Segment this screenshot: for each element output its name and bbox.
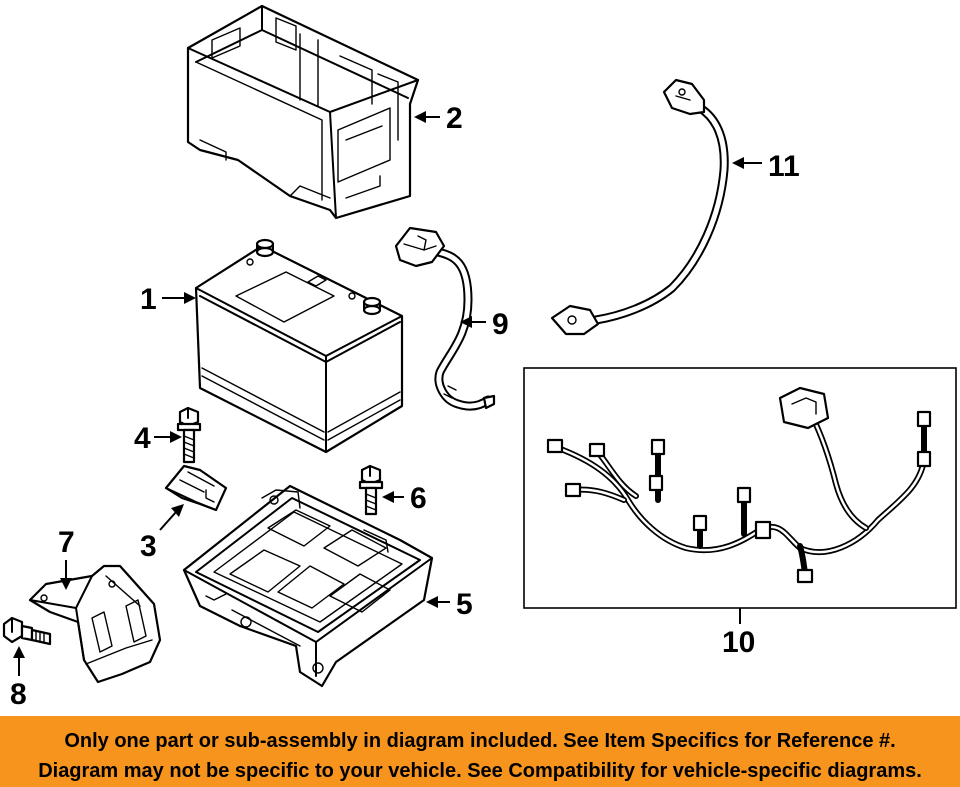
part-11-cable [550,78,729,336]
parts-diagram: 1 2 3 4 5 6 7 8 9 [2,4,957,711]
callout-label-5: 5 [456,588,473,621]
part-6-bolt [358,464,384,516]
part-9-cable [394,226,496,411]
callout-8: 8 [10,646,27,711]
part-8-stud-bolt [2,616,52,646]
callout-label-1: 1 [140,283,157,316]
part-4-bolt [176,406,202,464]
callout-7: 7 [58,526,75,590]
callout-6: 6 [382,482,427,515]
callout-4: 4 [134,422,182,455]
part-7-bracket [28,564,162,684]
disclaimer-banner: Only one part or sub-assembly in diagram… [0,716,960,787]
disclaimer-line-2: Diagram may not be specific to your vehi… [38,760,922,782]
disclaimer-line-1: Only one part or sub-assembly in diagram… [64,730,896,752]
part-2-battery-cover [186,4,420,220]
callout-2: 2 [414,102,463,135]
callout-label-6: 6 [410,482,427,515]
callout-1: 1 [140,283,196,316]
callout-label-10: 10 [722,626,755,659]
callout-label-2: 2 [446,102,463,135]
callout-9: 9 [460,308,509,341]
callout-5: 5 [426,588,473,621]
callout-label-11: 11 [768,150,800,183]
callout-label-7: 7 [58,526,75,559]
callout-10: 10 [722,608,755,659]
callout-label-4: 4 [134,422,151,455]
callout-label-3: 3 [140,530,157,563]
part-3-hold-down-clamp [164,464,228,512]
callout-label-9: 9 [492,308,509,341]
callout-label-8: 8 [10,678,27,711]
callout-3: 3 [140,504,184,563]
part-1-battery [194,238,404,454]
part-5-battery-tray [182,484,434,688]
callout-11: 11 [732,150,800,183]
part-10-wiring-harness [523,367,957,609]
